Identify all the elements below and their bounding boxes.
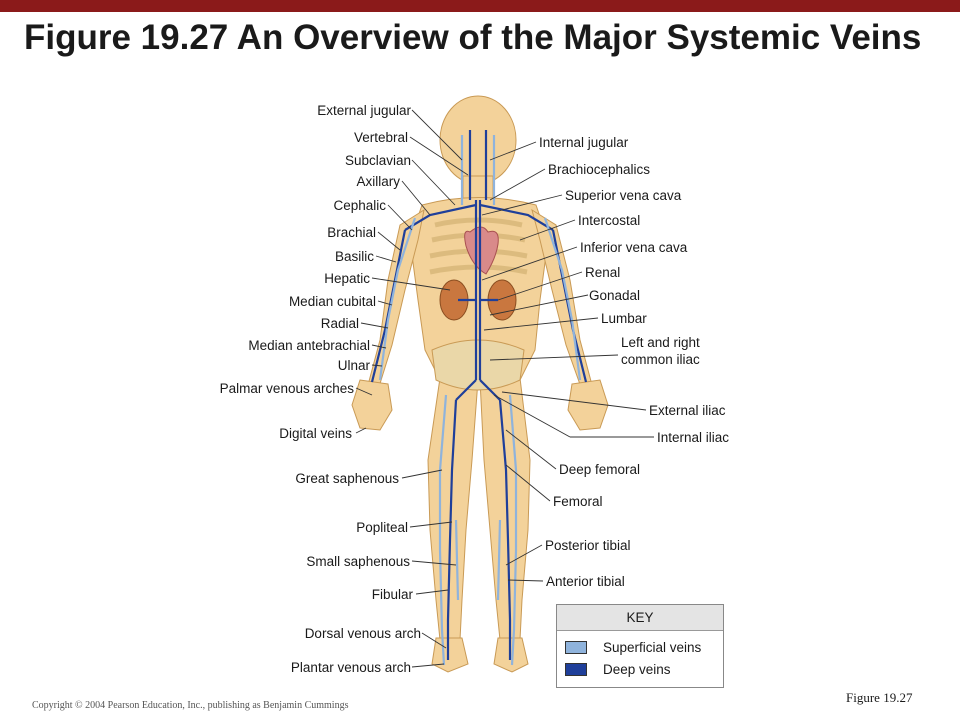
label-ulnar: Ulnar (338, 358, 371, 373)
legend-label-deep: Deep veins (603, 661, 671, 677)
label-external-jugular: External jugular (317, 103, 411, 118)
label-basilic: Basilic (335, 249, 374, 264)
label-deep-femoral: Deep femoral (559, 462, 640, 477)
label-hepatic: Hepatic (324, 271, 370, 286)
deep-swatch (565, 662, 587, 676)
label-brachial: Brachial (327, 225, 376, 240)
legend-label-superficial: Superficial veins (603, 639, 702, 655)
label-internal-iliac: Internal iliac (657, 430, 729, 445)
label-posterior-tibial: Posterior tibial (545, 538, 631, 553)
label-external-iliac: External iliac (649, 403, 726, 418)
label-inferior-vena-cava: Inferior vena cava (580, 240, 688, 255)
label-palmar-venous-arches: Palmar venous arches (220, 381, 355, 396)
legend-key: KEY Superficial veins Deep veins (556, 604, 724, 688)
label-anterior-tibial: Anterior tibial (546, 574, 625, 589)
label-median-antebrachial: Median antebrachial (248, 338, 370, 353)
label-median-cubital: Median cubital (289, 294, 376, 309)
top-accent-bar (0, 0, 960, 12)
leader-lines (355, 109, 654, 668)
label-left-and-right: Left and right (621, 335, 700, 350)
label-subclavian: Subclavian (345, 153, 411, 168)
right-labels: Internal jugular Brachiocephalics Superi… (539, 135, 729, 589)
slide-title: Figure 19.27 An Overview of the Major Sy… (24, 18, 922, 57)
label-great-saphenous: Great saphenous (295, 471, 399, 486)
label-gonadal: Gonadal (589, 288, 640, 303)
legend-title: KEY (557, 605, 723, 631)
label-femoral: Femoral (553, 494, 603, 509)
label-common-iliac: common iliac (621, 352, 700, 367)
label-cephalic: Cephalic (333, 198, 386, 213)
label-axillary: Axillary (356, 174, 400, 189)
left-labels: External jugular Vertebral Subclavian Ax… (220, 103, 421, 675)
superficial-veins (378, 135, 582, 666)
label-renal: Renal (585, 265, 620, 280)
label-superior-vena-cava: Superior vena cava (565, 188, 682, 203)
label-plantar-venous-arch: Plantar venous arch (291, 660, 411, 675)
label-fibular: Fibular (372, 587, 414, 602)
label-small-saphenous: Small saphenous (306, 554, 410, 569)
internal-organs (429, 217, 528, 391)
label-intercostal: Intercostal (578, 213, 640, 228)
superficial-swatch (565, 640, 587, 654)
legend-item-deep: Deep veins (557, 658, 723, 680)
label-dorsal-venous-arch: Dorsal venous arch (305, 626, 421, 641)
legend-item-superficial: Superficial veins (557, 636, 723, 658)
label-vertebral: Vertebral (354, 130, 408, 145)
label-lumbar: Lumbar (601, 311, 647, 326)
label-radial: Radial (321, 316, 359, 331)
label-brachiocephalics: Brachiocephalics (548, 162, 650, 177)
figure-reference: Figure 19.27 (846, 690, 913, 705)
copyright-notice: Copyright © 2004 Pearson Education, Inc.… (32, 700, 349, 711)
label-popliteal: Popliteal (356, 520, 408, 535)
label-internal-jugular: Internal jugular (539, 135, 629, 150)
label-digital-veins: Digital veins (279, 426, 352, 441)
